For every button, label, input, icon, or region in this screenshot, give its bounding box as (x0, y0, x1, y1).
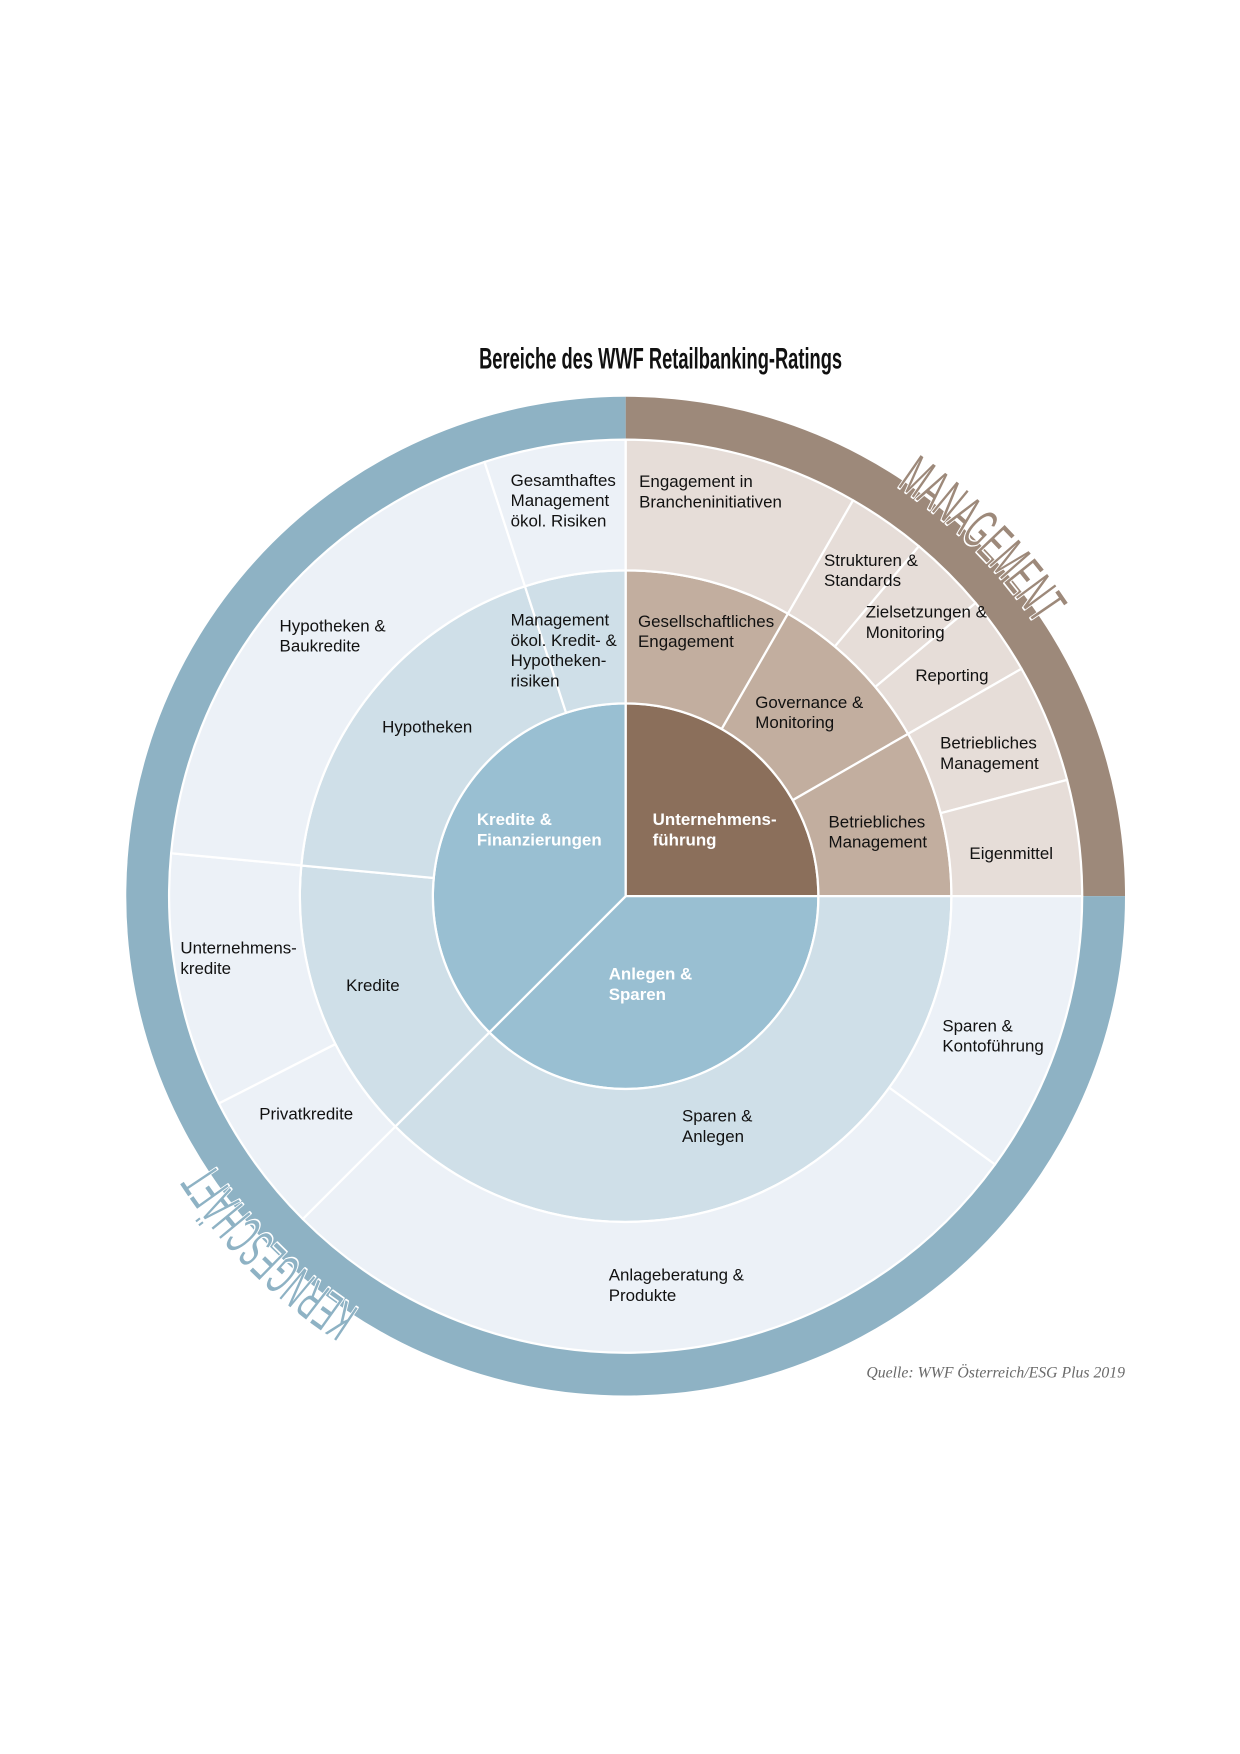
middle-segment-label-5: Kredite (346, 976, 400, 995)
outer-segment-label-4: Reporting (915, 666, 988, 685)
middle-segment-label-6: Hypotheken (382, 718, 472, 737)
outer-segment-label-1: Engagement in (639, 472, 753, 491)
middle-segment-label-1: Engagement (638, 632, 734, 651)
middle-segment-label-3: Management (829, 833, 928, 852)
outer-segment-label-12: Gesamthaftes (511, 471, 616, 490)
outer-segment-label-8: Produkte (609, 1286, 677, 1305)
inner-segment-label-1: führung (653, 830, 717, 849)
outer-segment-label-5: Management (940, 754, 1039, 773)
outer-segment-label-10: Unternehmens- (180, 939, 296, 958)
middle-segment-label-3: Betriebliches (829, 812, 926, 831)
outer-segment-label-6: Eigenmittel (969, 844, 1053, 863)
outer-ring-segment-12 (483, 438, 627, 588)
middle-segment-label-1: Gesellschaftliches (638, 612, 774, 631)
inner-segment-label-3: Finanzierungen (477, 830, 602, 849)
outer-segment-label-11: Hypotheken & (280, 616, 386, 635)
outer-segment-label-3: Monitoring (866, 623, 945, 642)
outer-segment-label-3: Zielsetzungen & (866, 603, 987, 622)
middle-segment-label-7: Hypotheken- (511, 651, 607, 670)
group-band-1 (625, 396, 1126, 897)
middle-segment-label-2: Monitoring (755, 713, 834, 732)
middle-segment-label-7: Management (511, 611, 610, 630)
outer-ring-segment-8 (301, 1086, 997, 1354)
source-note: Quelle: WWF Österreich/ESG Plus 2019 (866, 1363, 1125, 1381)
outer-segment-label-11: Baukredite (280, 637, 361, 656)
chart-title: Bereiche des WWF Retailbanking-Ratings (479, 343, 842, 376)
outer-segment-label-8: Anlageberatung & (609, 1266, 744, 1285)
outer-segment-label-12: Management (511, 491, 610, 510)
outer-segment-label-5: Betriebliches (940, 733, 1037, 752)
middle-segment-label-4: Sparen & (682, 1107, 752, 1126)
outer-segment-label-1: Brancheninitiativen (639, 492, 782, 511)
middle-segment-label-4: Anlegen (682, 1127, 744, 1146)
inner-segment-label-3: Kredite & (477, 810, 552, 829)
inner-segment-label-2: Sparen (609, 985, 666, 1004)
inner-segment-label-2: Anlegen & (609, 965, 693, 984)
outer-segment-label-2: Standards (824, 571, 901, 590)
inner-segment-label-1: Unternehmens- (653, 810, 777, 829)
outer-segment-label-9: Privatkredite (259, 1104, 353, 1123)
group-bands (126, 396, 1126, 1396)
outer-segment-label-12: ökol. Risiken (511, 511, 607, 530)
middle-segment-label-7: ökol. Kredit- & (511, 631, 617, 650)
outer-segment-label-7: Sparen & (942, 1016, 1012, 1035)
outer-segment-label-2: Strukturen & (824, 551, 918, 570)
outer-segment-label-10: kredite (180, 959, 231, 978)
sunburst-rings (168, 438, 1084, 1354)
middle-segment-label-7: risiken (511, 671, 560, 690)
middle-segment-label-2: Governance & (755, 693, 863, 712)
outer-segment-label-7: Kontoführung (942, 1037, 1043, 1056)
